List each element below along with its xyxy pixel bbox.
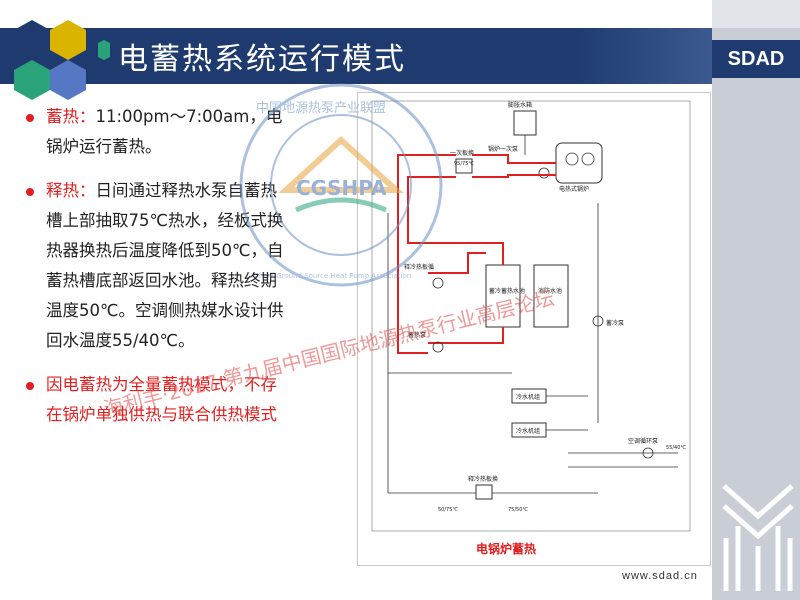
right-side-panel: [712, 0, 800, 600]
right-top-strip: [712, 0, 800, 28]
bullet-text: 槽上部抽取75℃热水，经板式换: [46, 211, 284, 230]
bullet-text: 热器换热后温度降低到50℃，自: [46, 241, 284, 260]
bullet-text: 在锅炉单独供热与联合供热模式: [46, 405, 277, 424]
seal-text: 中国地源热泵产业联盟: [256, 101, 386, 116]
piping-schematic: 膨胀水箱 电热式锅炉 一次板换 锅炉一次泵 蓄冷蓄热水池 消防水池 释冷热板循 …: [371, 100, 691, 556]
bullet-text: 日间通过释热水泵自蓄热: [95, 181, 278, 200]
label-electric-boiler: 电热式锅炉: [559, 185, 589, 193]
label-storage-pump: 蓄热泵: [408, 331, 426, 339]
label-release-pump: 释冷热板循: [404, 263, 434, 271]
bullet-dot-icon: [26, 114, 34, 122]
hexagon-logo-icon: [14, 20, 110, 100]
brand-badge: SDAD: [712, 40, 800, 78]
bullet-label: 蓄热：: [46, 107, 96, 126]
label-temp-boiler: 95/75℃: [454, 161, 474, 167]
label-temp-ac: 55/40℃: [666, 445, 686, 451]
seal-abbr: CGSHPA: [296, 176, 387, 200]
label-storage-tank: 蓄冷蓄热水池: [489, 287, 525, 295]
bullet-text: 锅炉运行蓄热。: [46, 137, 162, 156]
bullet-text: 11:00pm～7:00am，电: [95, 107, 283, 126]
seal-en: China Ground Source Heat Pump Associatio…: [254, 272, 411, 280]
bullet-releasing: 释热：日间通过释热水泵自蓄热 槽上部抽取75℃热水，经板式换 热器换热后温度降低…: [22, 176, 342, 356]
label-fire-tank: 消防水池: [538, 287, 562, 295]
label-chiller-1: 冷水机组: [516, 393, 540, 401]
cgshpa-seal-watermark: CGSHPA 中国地源热泵产业联盟 China Ground Source He…: [239, 83, 443, 287]
bullet-label: 释热：: [46, 181, 96, 200]
bullet-list: 蓄热：11:00pm～7:00am，电 锅炉运行蓄热。 释热：日间通过释热水泵自…: [22, 102, 342, 444]
label-charge-pump: 蓄冷泵: [606, 319, 624, 327]
label-plate-hx-1: 一次板换: [450, 149, 474, 157]
label-expansion-tank: 膨胀水箱: [508, 101, 532, 109]
bullet-dot-icon: [26, 382, 34, 390]
bullet-text: 因电蓄热为全量蓄热模式，不存: [46, 375, 277, 394]
bullet-text: 温度50℃。空调侧热媒水设计供: [46, 301, 284, 320]
bullet-dot-icon: [26, 188, 34, 196]
system-diagram: 膨胀水箱 电热式锅炉 一次板换 锅炉一次泵 蓄冷蓄热水池 消防水池 释冷热板循 …: [357, 92, 711, 566]
label-temp-hx-in: 50/75℃: [438, 507, 458, 513]
label-release-hx: 释冷热板换: [468, 475, 498, 483]
sdad-logo-icon: [722, 484, 794, 591]
page-title: 电蓄热系统运行模式: [118, 42, 406, 77]
bullet-text: 回水温度55/40℃。: [46, 331, 195, 350]
bullet-charging: 蓄热：11:00pm～7:00am，电 锅炉运行蓄热。: [22, 102, 342, 162]
label-chiller-2: 冷水机组: [516, 427, 540, 435]
label-ac-circulation-pump: 空调循环泵: [628, 437, 658, 445]
bullet-text: 蓄热槽底部返回水池。释热终期: [46, 271, 277, 290]
header-bar: [0, 28, 712, 84]
label-temp-hx-out: 75/50℃: [508, 507, 528, 513]
website-url: www.sdad.cn: [622, 570, 698, 582]
label-boiler-pump: 锅炉一次泵: [488, 145, 518, 153]
bullet-note: 因电蓄热为全量蓄热模式，不存 在锅炉单独供热与联合供热模式: [22, 370, 342, 430]
diagram-caption: 电锅炉蓄热: [476, 541, 536, 556]
